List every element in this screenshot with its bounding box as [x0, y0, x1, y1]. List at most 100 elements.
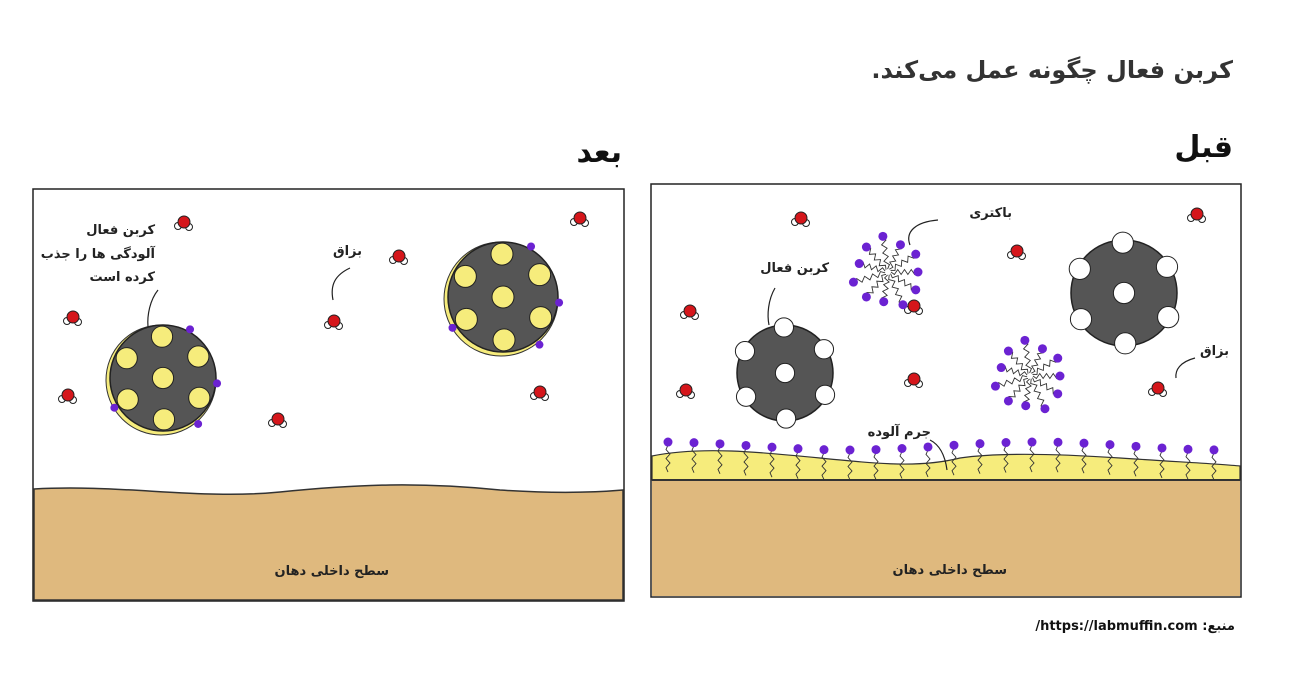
bacteria-tail	[717, 446, 723, 475]
water-molecule-icon	[63, 310, 82, 326]
label-carbon-line3: کرده است	[89, 270, 155, 285]
oxygen	[1010, 244, 1024, 258]
oxygen	[907, 372, 921, 386]
bacteria-tail	[821, 452, 827, 480]
plaque-bacteria	[793, 444, 803, 454]
bacteria-head	[1003, 346, 1013, 356]
bacteria-tail	[865, 273, 887, 297]
bacteria-tail	[1055, 445, 1061, 473]
oxygen	[66, 310, 80, 324]
oxygen	[533, 385, 547, 399]
bacteria-head	[1003, 396, 1013, 406]
bacteria-head	[1037, 344, 1047, 354]
bacteria-tail	[795, 451, 801, 479]
bacteria-tail	[743, 448, 749, 476]
oxygen	[679, 383, 693, 397]
adsorbed-bacteria	[535, 340, 544, 349]
carbon-pore	[188, 386, 211, 409]
bacteria-head	[1020, 335, 1030, 345]
carbon-pore	[773, 317, 795, 338]
adsorbed-bacteria	[194, 419, 203, 428]
bacteria-tail	[1023, 378, 1032, 406]
bacteria-head	[854, 259, 864, 269]
oxygen	[327, 314, 341, 328]
carbon-pore	[775, 408, 797, 429]
bacteria-head	[990, 381, 1000, 391]
label-carbon-line1: کربن فعال	[86, 223, 155, 238]
bacteria-tail	[951, 448, 957, 476]
bacteria-tail	[1032, 377, 1058, 395]
water-molecule-icon	[570, 211, 589, 227]
oxygen	[1190, 207, 1204, 221]
bacteria-tail	[880, 236, 891, 270]
water-molecule-icon	[389, 249, 408, 265]
label-plaque: جرم آلوده	[867, 425, 931, 440]
carbon-pore	[491, 285, 515, 309]
arrow-bacteria	[908, 219, 939, 246]
bacteria-head	[1053, 353, 1063, 363]
bacteria-head	[861, 242, 871, 252]
bacteria-tail	[881, 274, 890, 302]
oxygen	[907, 299, 921, 313]
oxygen	[573, 211, 587, 225]
bacteria-head	[913, 267, 923, 277]
adsorbed-bacteria	[527, 242, 536, 251]
plaque-bacteria	[1157, 443, 1167, 453]
water-molecule-icon	[58, 388, 77, 404]
bacteria-tail	[1003, 445, 1009, 473]
carbon-pore	[528, 263, 552, 287]
label-saliva-after: بزاق	[332, 244, 362, 259]
label-surface-before: سطح داخلی دهان	[892, 563, 1008, 578]
carbon-pore	[1157, 306, 1180, 329]
carbon-pore	[734, 341, 756, 362]
carbon-saturated-icon	[443, 241, 564, 357]
label-surface-after: سطح داخلی دهان	[274, 564, 390, 579]
water-molecule-icon	[791, 211, 810, 227]
plaque-bacteria	[923, 442, 933, 452]
activated-carbon-icon	[734, 317, 836, 429]
bacteria-tail	[847, 452, 853, 481]
bacteria-tail	[1008, 350, 1029, 374]
carbon-pore	[490, 242, 514, 266]
arrow-carbon-after	[147, 289, 159, 328]
carbon-pore	[1155, 255, 1179, 278]
arrow-plaque	[929, 439, 948, 471]
plaque-bacteria	[1105, 440, 1115, 450]
bacteria-tail	[769, 450, 775, 478]
bacteria-tail	[1133, 449, 1139, 477]
bacteria-head	[1055, 371, 1065, 381]
bacteria-tail	[1185, 452, 1191, 480]
plaque-bacteria	[1053, 437, 1063, 447]
bacteria-tail	[1031, 348, 1044, 374]
page-title: کربن فعال چگونه عمل می‌کند.	[871, 56, 1233, 84]
plaque-bacteria	[715, 439, 725, 449]
bacteria-tail	[1159, 450, 1165, 479]
bacteria-tail	[1022, 340, 1033, 374]
plaque-bacteria	[741, 440, 751, 450]
oxygen	[61, 388, 75, 402]
water-molecule-icon	[174, 215, 193, 231]
adsorbed-bacteria	[186, 325, 195, 334]
bacteria-tail	[1107, 447, 1113, 475]
mouth-surface-before	[652, 480, 1240, 596]
carbon-pore	[814, 384, 836, 405]
label-bacteria: باکتری	[969, 206, 1012, 221]
bacteria-tail	[1007, 377, 1029, 401]
carbon-pore	[454, 307, 478, 331]
arrow-saliva	[1175, 357, 1196, 379]
adsorbed-bacteria	[213, 379, 222, 388]
plaque-bacteria	[1079, 438, 1089, 448]
carbon-pore	[1111, 231, 1134, 254]
oxygen	[794, 211, 808, 225]
plaque-bacteria	[767, 442, 777, 452]
bacteria-tail	[890, 268, 919, 276]
bacteria-tail	[691, 445, 697, 473]
bacteria-tail	[888, 274, 904, 306]
arrow-carbon	[767, 287, 776, 326]
carbon-pore	[115, 347, 138, 370]
plaque-bacteria	[1027, 437, 1037, 447]
plaque-bacteria	[845, 445, 855, 455]
mouth-surface-after	[33, 484, 624, 601]
plaque-bacteria	[975, 439, 985, 449]
bacteria-head	[878, 231, 888, 241]
